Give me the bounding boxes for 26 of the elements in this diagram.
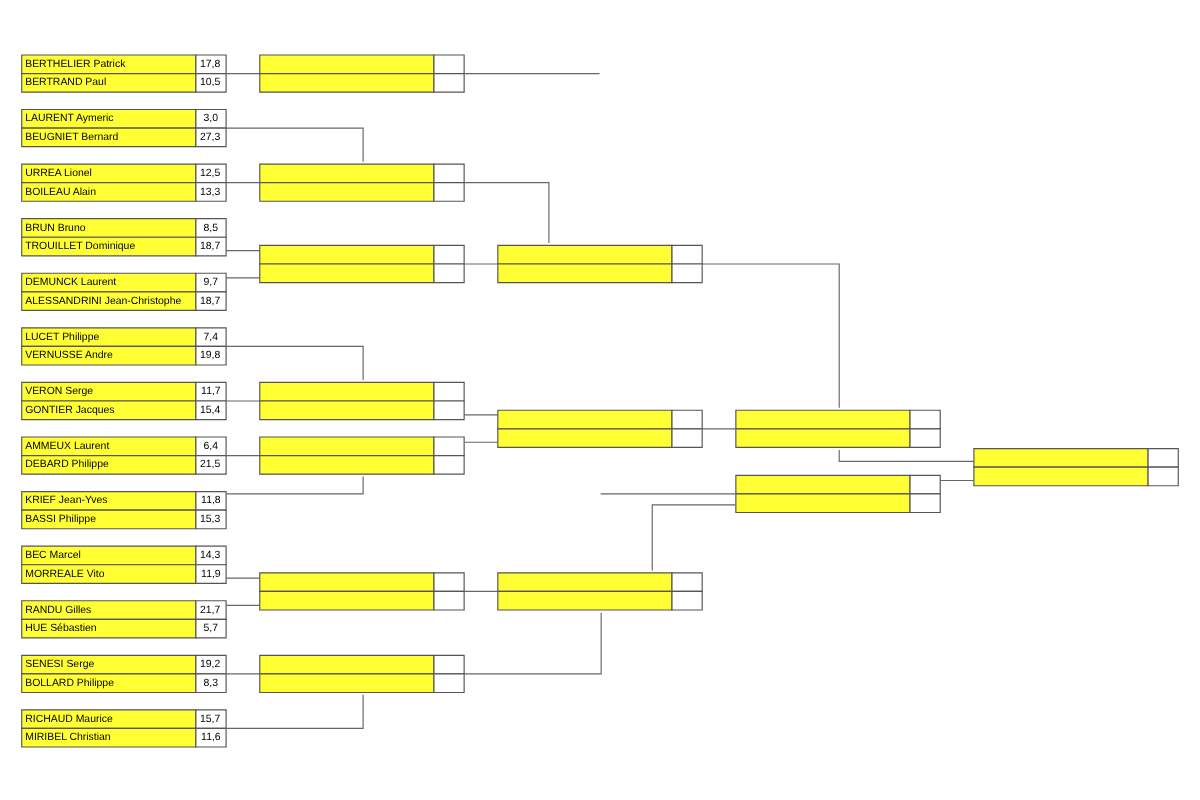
- connector: [463, 440, 499, 442]
- connector: [701, 262, 840, 408]
- connector: [225, 576, 261, 578]
- connector: [651, 503, 736, 571]
- connector: [463, 589, 499, 591]
- connector: [225, 181, 261, 183]
- connector: [838, 448, 975, 461]
- connector: [701, 427, 737, 429]
- connector: [225, 126, 364, 162]
- connector: [225, 454, 261, 456]
- connector: [225, 344, 364, 380]
- connector: [225, 603, 261, 605]
- connector: [225, 71, 261, 74]
- connector: [225, 399, 261, 401]
- connector: [225, 276, 261, 278]
- connector: [225, 474, 364, 494]
- connector: [463, 413, 499, 415]
- connector: [600, 492, 737, 494]
- connector: [225, 672, 261, 674]
- connector: [225, 249, 261, 251]
- connector: [463, 71, 601, 74]
- connector: [225, 693, 364, 729]
- connector: [463, 611, 602, 674]
- connector: [939, 478, 975, 481]
- connector: [463, 181, 550, 243]
- connector: [463, 262, 499, 264]
